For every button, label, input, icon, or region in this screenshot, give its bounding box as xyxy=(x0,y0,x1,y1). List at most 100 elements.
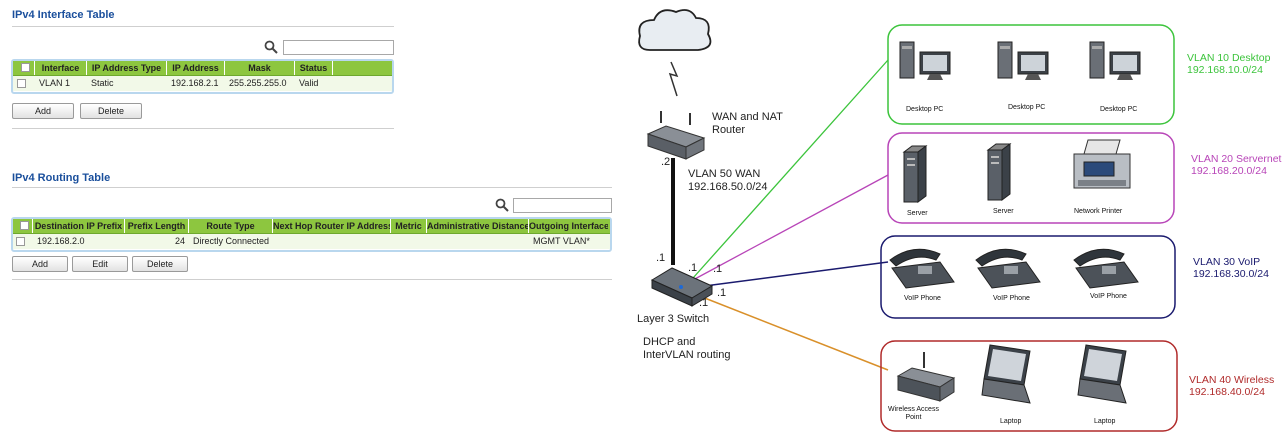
vlan40-label: VLAN 40 Wireless 192.168.40.0/24 xyxy=(1189,374,1274,398)
router-port-label: .2 xyxy=(661,156,671,168)
col-prefix-length[interactable]: Prefix Length xyxy=(125,219,189,233)
device-caption: Wireless Access Point xyxy=(888,406,939,421)
col-status[interactable]: Status xyxy=(295,61,333,75)
interface-bottom-divider xyxy=(12,128,394,129)
desktop-pc-icon xyxy=(997,41,1049,80)
table-row[interactable]: VLAN 1 Static 192.168.2.1 255.255.255.0 … xyxy=(13,76,392,91)
switch-port-label: .1 xyxy=(699,297,709,309)
device-caption: VoIP Phone xyxy=(904,295,941,302)
device-caption: Laptop xyxy=(1094,418,1116,425)
routing-delete-button[interactable]: Delete xyxy=(132,256,188,272)
device-caption: Desktop PC xyxy=(1100,106,1138,113)
interface-delete-button[interactable]: Delete xyxy=(80,103,142,119)
routing-table-title: IPv4 Routing Table xyxy=(12,172,111,184)
laptop-icon xyxy=(1077,344,1127,404)
voip-phone-icon xyxy=(1073,248,1139,289)
network-printer-icon xyxy=(1073,139,1131,189)
cell-route-type: Directly Connected xyxy=(193,236,270,246)
vlan-subnet: 192.168.30.0/24 xyxy=(1193,268,1269,280)
dhcp-label: DHCP and InterVLAN routing xyxy=(643,336,731,361)
desktop-pc-icon xyxy=(1089,41,1141,80)
interface-search-input[interactable] xyxy=(283,40,394,55)
device-caption: Desktop PC xyxy=(1008,104,1046,111)
voip-phone-icon xyxy=(975,248,1041,289)
switch-port-label: .1 xyxy=(717,287,727,299)
wan-vlan-label: VLAN 50 WAN 192.168.50.0/24 xyxy=(688,168,768,193)
server-icon xyxy=(986,143,1012,201)
vlan30-link xyxy=(696,261,889,288)
interface-table: Interface IP Address Type IP Address Mas… xyxy=(11,59,394,94)
vlan20-label: VLAN 20 Servernet 192.168.20.0/24 xyxy=(1191,153,1281,177)
device-caption: Network Printer xyxy=(1074,208,1123,215)
routing-table: Destination IP Prefix Prefix Length Rout… xyxy=(11,217,612,252)
vlan-subnet: 192.168.20.0/24 xyxy=(1191,165,1267,177)
row-checkbox[interactable] xyxy=(13,76,35,91)
router-icon xyxy=(646,111,706,160)
switch-icon xyxy=(650,267,714,307)
cell-prefix-length: 24 xyxy=(174,236,185,246)
vlan-subnet: 192.168.40.0/24 xyxy=(1189,386,1265,398)
vlan30-box xyxy=(880,235,1176,319)
vlan10-label: VLAN 10 Desktop 192.168.10.0/24 xyxy=(1187,52,1270,76)
routing-table-header: Destination IP Prefix Prefix Length Rout… xyxy=(13,219,610,234)
routing-edit-button[interactable]: Edit xyxy=(72,256,128,272)
vlan-name: VLAN 40 Wireless xyxy=(1189,374,1275,386)
cloud-icon xyxy=(638,9,712,51)
col-metric[interactable]: Metric xyxy=(391,219,427,233)
interface-title-divider xyxy=(12,26,394,27)
device-caption: Server xyxy=(993,208,1014,215)
routing-add-button[interactable]: Add xyxy=(12,256,68,272)
col-mask[interactable]: Mask xyxy=(225,61,295,75)
col-ip-address[interactable]: IP Address xyxy=(167,61,225,75)
routing-search-icon[interactable] xyxy=(495,198,509,212)
col-outgoing-interface[interactable]: Outgoing Interface xyxy=(529,221,608,231)
vlan-name: VLAN 10 Desktop xyxy=(1187,52,1271,64)
device-caption: Desktop PC xyxy=(906,106,944,113)
cell-status: Valid xyxy=(299,78,319,88)
wireless-access-point-icon xyxy=(896,352,956,402)
cell-ip-address: 192.168.2.1 xyxy=(171,78,219,88)
switch-label: Layer 3 Switch xyxy=(637,313,710,325)
interface-search-icon[interactable] xyxy=(264,40,278,54)
device-caption: VoIP Phone xyxy=(1090,293,1127,300)
device-caption: VoIP Phone xyxy=(993,295,1030,302)
interface-table-title: IPv4 Interface Table xyxy=(12,9,115,21)
router-label: WAN and NAT Router xyxy=(712,111,783,136)
device-caption: Server xyxy=(907,210,928,217)
routing-bottom-divider xyxy=(12,279,612,280)
server-icon xyxy=(902,145,928,203)
cell-mask: 255.255.255.0 xyxy=(229,78,287,88)
vlan40-box xyxy=(880,340,1178,432)
cell-interface: VLAN 1 xyxy=(39,78,71,88)
interface-table-header: Interface IP Address Type IP Address Mas… xyxy=(13,61,392,76)
col-interface[interactable]: Interface xyxy=(35,61,87,75)
interface-add-button[interactable]: Add xyxy=(12,103,74,119)
switch-port-label: .1 xyxy=(713,263,723,275)
col-administrative-distance[interactable]: Administrative Distance xyxy=(427,219,529,233)
device-caption: Laptop xyxy=(1000,418,1022,425)
vlan30-label: VLAN 30 VoIP 192.168.30.0/24 xyxy=(1193,256,1269,280)
vlan-name: VLAN 30 VoIP xyxy=(1193,256,1261,268)
select-all-checkbox[interactable] xyxy=(13,61,35,75)
col-destination-ip-prefix[interactable]: Destination IP Prefix xyxy=(33,219,125,233)
laptop-icon xyxy=(981,344,1031,404)
cell-destination-prefix: 192.168.2.0 xyxy=(37,236,85,246)
row-checkbox[interactable] xyxy=(13,234,33,249)
vlan20-link xyxy=(692,174,889,281)
table-row[interactable]: 192.168.2.0 24 Directly Connected MGMT V… xyxy=(13,234,610,249)
col-route-type[interactable]: Route Type xyxy=(189,219,273,233)
routing-title-divider xyxy=(12,187,612,188)
voip-phone-icon xyxy=(889,248,955,289)
cell-outgoing-interface: MGMT VLAN* xyxy=(533,236,590,246)
vlan10-box xyxy=(887,24,1175,125)
switch-port-label: .1 xyxy=(688,262,698,274)
vlan-name: VLAN 20 Servernet xyxy=(1191,153,1282,165)
routing-search-input[interactable] xyxy=(513,198,612,213)
col-ip-address-type[interactable]: IP Address Type xyxy=(87,61,167,75)
vlan10-link xyxy=(692,59,889,279)
select-all-checkbox[interactable] xyxy=(13,219,33,233)
vlan20-box xyxy=(887,132,1175,224)
col-next-hop[interactable]: Next Hop Router IP Address xyxy=(273,219,391,233)
vlan-subnet: 192.168.10.0/24 xyxy=(1187,64,1263,76)
